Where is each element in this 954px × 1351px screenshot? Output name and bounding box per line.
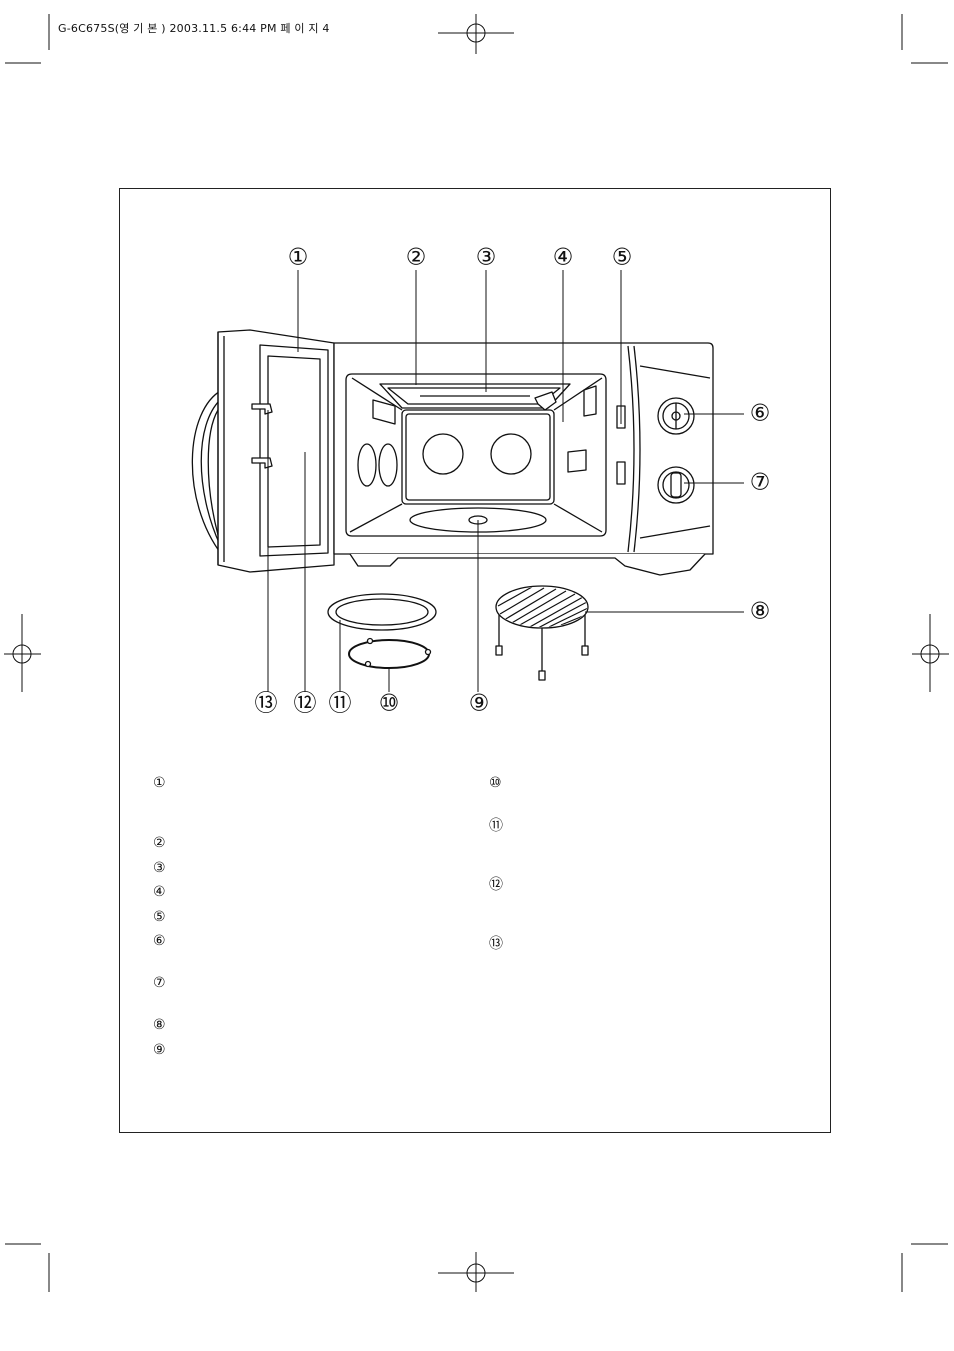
- legend-number: ⑧: [153, 1017, 166, 1033]
- legend-number: ②: [153, 835, 166, 851]
- door-hook-lower: [251, 457, 273, 469]
- legend-number: ⑬: [489, 936, 503, 952]
- callout-13: ⑬: [254, 690, 278, 717]
- grill-rack: [495, 585, 589, 681]
- print-slug: G-6C675S(영 기 본 ) 2003.11.5 6:44 PM 페 이 지…: [58, 22, 330, 35]
- callout-11: ⑪: [328, 690, 352, 717]
- registration-mark-top: [438, 14, 514, 54]
- legend-number: ⑨: [153, 1042, 166, 1058]
- legend-item-1: ①: [153, 776, 166, 790]
- legend-item-3: ③: [153, 861, 166, 875]
- legend-item-2: ②: [153, 836, 166, 850]
- legend-item-6: ⑥: [153, 934, 166, 948]
- callout-2: ②: [405, 244, 427, 271]
- power-knob: [657, 466, 695, 504]
- side-vent-left: [357, 443, 377, 487]
- cavity-back-wall: [401, 409, 555, 505]
- legend-item-12: ⑫: [489, 878, 503, 892]
- legend-number: ⑪: [489, 818, 503, 834]
- legend-number: ①: [153, 775, 166, 791]
- glass-tray: [327, 593, 437, 631]
- roller-ring: [348, 639, 430, 669]
- figure-frame: [119, 188, 831, 1133]
- legend-number: ④: [153, 884, 166, 900]
- legend-item-10: ⑩: [489, 776, 502, 790]
- side-vent-right: [378, 443, 398, 487]
- door-dome: [191, 389, 223, 556]
- legend-number: ⑤: [153, 909, 166, 925]
- grill-hook: [534, 391, 557, 411]
- callout-1: ①: [287, 244, 309, 271]
- back-wall-circle-left: [422, 433, 464, 475]
- legend-item-8: ⑧: [153, 1018, 166, 1032]
- callout-10: ⑩: [378, 690, 400, 717]
- legend-item-13: ⑬: [489, 937, 503, 951]
- callout-7: ⑦: [749, 469, 771, 496]
- legend-number: ⑦: [153, 975, 166, 991]
- legend-item-5: ⑤: [153, 910, 166, 924]
- waveguide-cover: [567, 449, 587, 473]
- callout-12: ⑫: [293, 690, 317, 717]
- registration-mark-bottom: [438, 1252, 514, 1292]
- registration-mark-right: [912, 614, 949, 692]
- legend-number: ⑫: [489, 877, 503, 893]
- callout-5: ⑤: [611, 244, 633, 271]
- callout-4: ④: [552, 244, 574, 271]
- registration-mark-left: [4, 614, 41, 692]
- callout-3: ③: [475, 244, 497, 271]
- legend-item-11: ⑪: [489, 819, 503, 833]
- callout-9: ⑨: [468, 690, 490, 717]
- legend-number: ⑥: [153, 933, 166, 949]
- callout-6: ⑥: [749, 400, 771, 427]
- legend-item-7: ⑦: [153, 976, 166, 990]
- legend-number: ⑩: [489, 775, 502, 791]
- door-hook-upper: [251, 403, 273, 415]
- leader-lines: [267, 270, 744, 692]
- timer-knob: [657, 397, 695, 435]
- legend-number: ③: [153, 860, 166, 876]
- back-wall-circle-right: [490, 433, 532, 475]
- legend-item-9: ⑨: [153, 1043, 166, 1057]
- interlock-slot-lower: [616, 461, 626, 485]
- oven-base: [349, 553, 706, 576]
- legend-item-4: ④: [153, 885, 166, 899]
- callout-8: ⑧: [749, 598, 771, 625]
